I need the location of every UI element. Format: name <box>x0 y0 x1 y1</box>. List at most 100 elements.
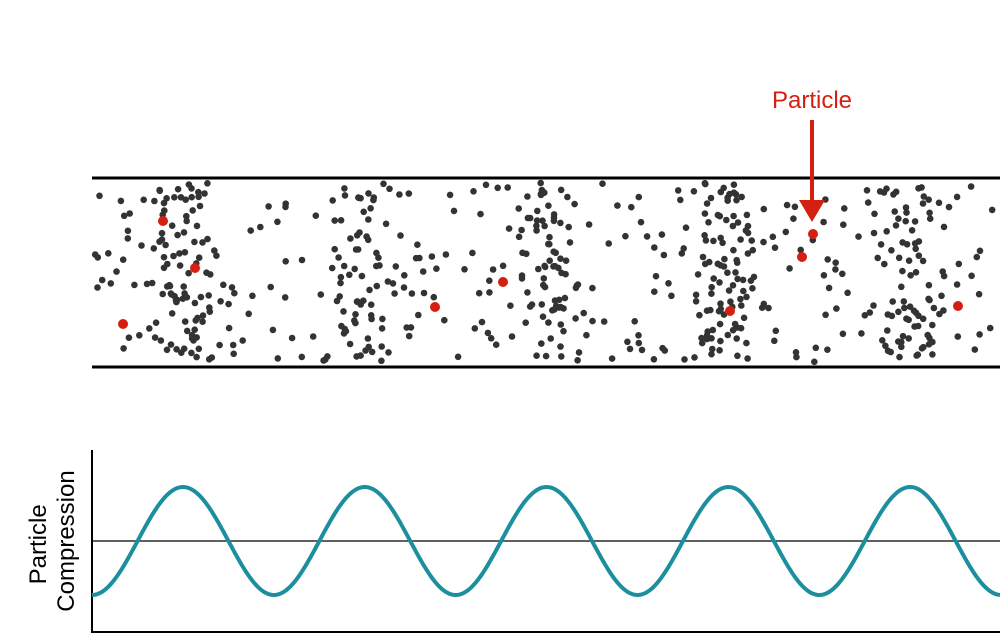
particle <box>820 272 828 279</box>
particle <box>542 352 550 360</box>
particle <box>701 210 709 217</box>
particle <box>193 222 201 230</box>
particle <box>360 208 368 216</box>
particle <box>475 289 483 297</box>
particle <box>919 315 927 323</box>
particle <box>915 252 923 259</box>
particle <box>739 276 747 284</box>
particle <box>336 293 344 300</box>
particle <box>844 289 851 297</box>
particle <box>518 226 525 234</box>
particle <box>734 219 742 226</box>
particle <box>729 326 737 334</box>
particle <box>471 325 479 332</box>
particle <box>701 260 709 268</box>
particle <box>925 196 932 203</box>
particle <box>148 279 156 287</box>
particle <box>680 245 687 252</box>
particle <box>758 304 766 312</box>
particle <box>714 211 722 219</box>
particle <box>546 257 553 265</box>
particle <box>461 266 468 273</box>
particle <box>174 185 182 193</box>
particle <box>760 238 767 246</box>
particle <box>331 217 339 224</box>
particle <box>797 246 804 254</box>
particle <box>204 180 211 187</box>
particle <box>160 199 168 207</box>
particle <box>158 229 166 237</box>
particle <box>189 207 196 214</box>
particle <box>940 223 948 231</box>
particle <box>902 204 910 211</box>
particle <box>914 322 922 330</box>
particle <box>533 352 540 360</box>
particle <box>726 190 733 198</box>
particle <box>524 214 532 222</box>
particle <box>360 297 367 305</box>
particle <box>267 283 275 291</box>
particle <box>211 247 218 254</box>
particle <box>478 318 486 326</box>
particle <box>368 315 375 323</box>
particle <box>637 218 645 226</box>
particle <box>341 185 348 192</box>
particle <box>926 296 933 304</box>
particle <box>183 294 191 301</box>
particle <box>446 191 454 199</box>
particle <box>624 338 631 346</box>
particle <box>197 293 205 301</box>
particle <box>247 227 254 234</box>
particle <box>504 184 512 191</box>
particle <box>888 247 895 254</box>
particle <box>541 283 549 291</box>
particle <box>564 193 571 201</box>
particle <box>832 266 839 273</box>
particle <box>225 324 233 332</box>
particle <box>195 188 202 196</box>
particle <box>392 263 400 270</box>
particle <box>708 335 715 342</box>
particle <box>354 246 362 253</box>
particle <box>167 341 175 348</box>
particle <box>864 199 872 206</box>
particle <box>113 268 120 275</box>
particle <box>173 346 180 353</box>
particle <box>340 262 348 270</box>
particle <box>703 200 711 207</box>
compression-wave-curve <box>91 484 1000 598</box>
particle <box>905 316 912 324</box>
particle <box>191 299 199 307</box>
particle <box>91 251 99 258</box>
particle <box>382 220 390 228</box>
particle <box>558 269 565 277</box>
particle <box>152 319 160 327</box>
particle <box>535 265 542 273</box>
particle <box>738 302 745 309</box>
particle <box>124 227 132 235</box>
particle <box>281 294 289 301</box>
particle <box>298 353 306 361</box>
particle <box>96 192 103 200</box>
particle <box>701 232 708 239</box>
particle <box>936 310 943 318</box>
particle <box>538 301 546 308</box>
particle <box>732 269 739 276</box>
particle <box>545 240 552 248</box>
particle <box>708 350 715 358</box>
particle <box>903 241 911 248</box>
particle <box>537 179 544 187</box>
particle <box>298 256 306 264</box>
particle <box>389 280 397 287</box>
particle <box>309 333 317 340</box>
particle <box>486 289 493 296</box>
particle-medium <box>91 176 1000 369</box>
particle <box>408 290 416 297</box>
particle <box>492 341 500 349</box>
particle <box>651 288 658 296</box>
particle <box>231 289 238 297</box>
particle <box>925 341 933 348</box>
particle <box>515 233 523 241</box>
highlighted-particle <box>953 301 963 311</box>
particle <box>790 215 797 222</box>
